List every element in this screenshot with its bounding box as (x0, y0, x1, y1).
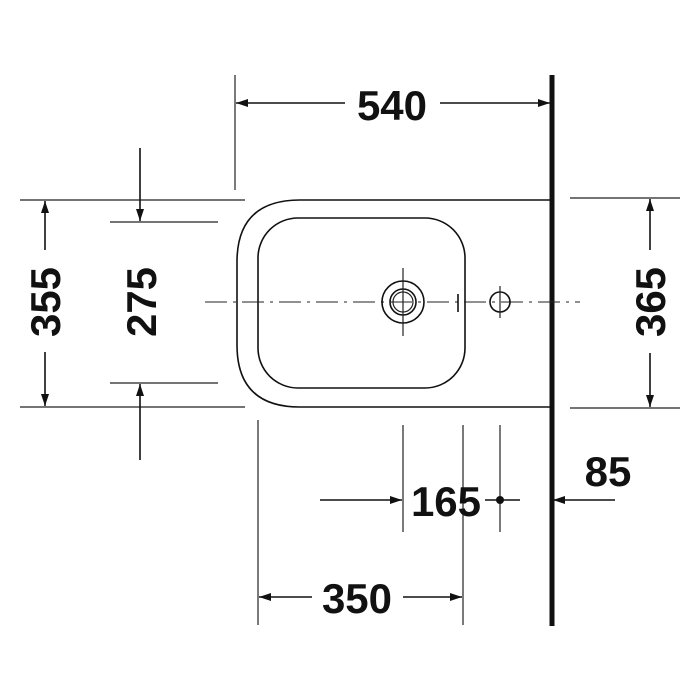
dimension-165: 165 (320, 478, 520, 525)
dimension-540: 540 (234, 75, 550, 190)
label-275: 275 (118, 267, 165, 337)
label-85: 85 (585, 448, 632, 495)
drain-icon (381, 268, 425, 336)
label-365: 365 (627, 267, 674, 337)
dimension-85: 85 (553, 448, 632, 504)
label-350: 350 (322, 575, 392, 622)
bidet-outline (205, 199, 580, 408)
dimension-355: 355 (20, 199, 245, 408)
dimension-350: 350 (259, 575, 462, 622)
dimension-365: 365 (570, 197, 680, 409)
tap-hole-icon (489, 286, 511, 318)
label-540: 540 (357, 82, 427, 129)
label-165: 165 (411, 478, 481, 525)
dimension-275: 275 (110, 148, 218, 460)
label-355: 355 (22, 267, 69, 337)
bowl-outline (257, 217, 466, 389)
